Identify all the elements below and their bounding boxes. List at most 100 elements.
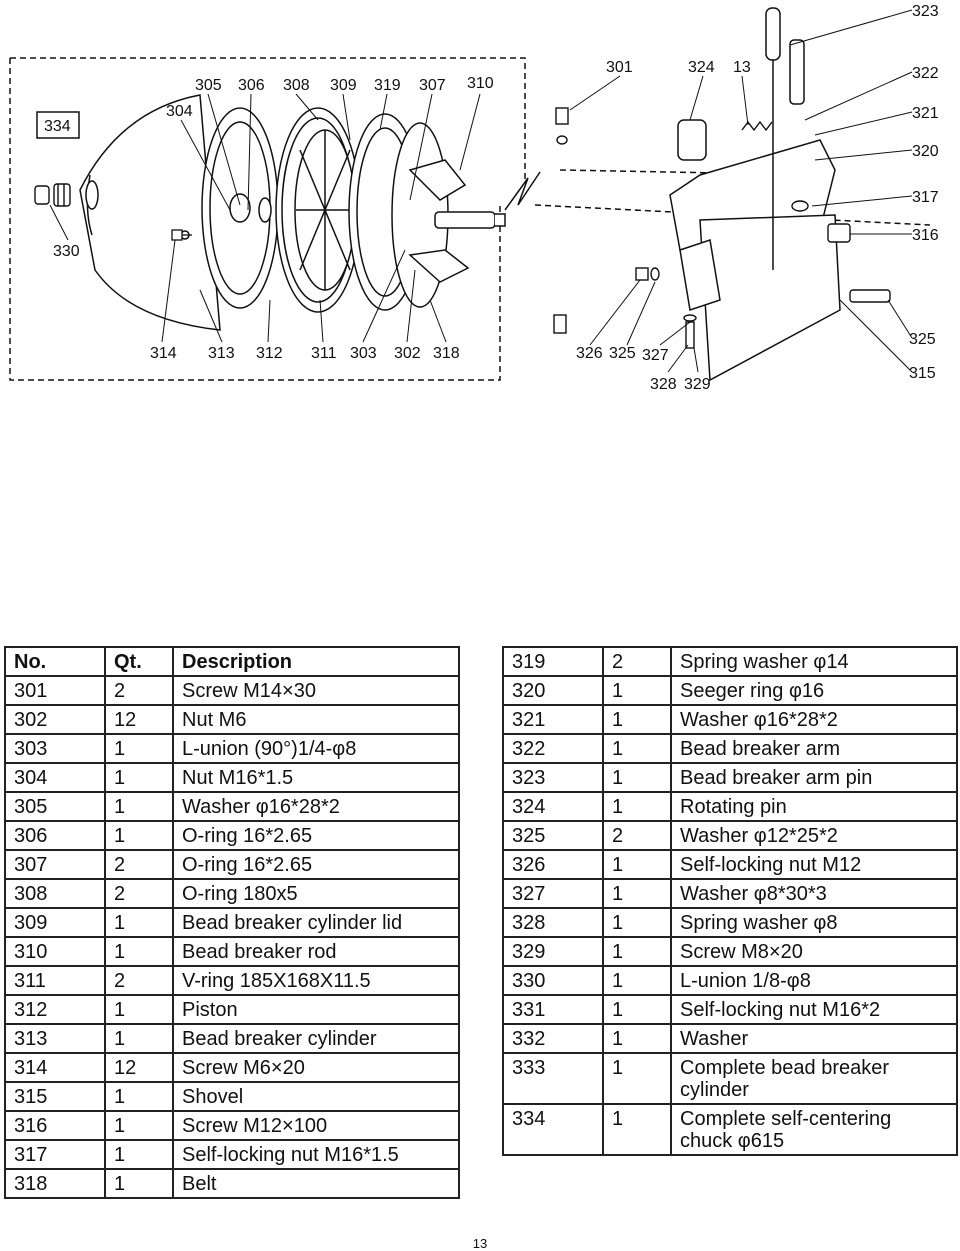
cell-no: 316 (4, 1110, 106, 1141)
cell-no: 326 (502, 849, 604, 880)
cell-description: Complete self-centering chuck φ615 (670, 1103, 958, 1156)
callout: 307 (419, 77, 446, 94)
cell-no: 330 (502, 965, 604, 996)
callout: 315 (909, 365, 936, 382)
label-box-334 (36, 111, 80, 139)
cell-qt: 2 (104, 965, 174, 996)
cell-description: Bead breaker cylinder lid (172, 907, 460, 938)
cell-qt: 1 (602, 994, 672, 1025)
header-qt: Qt. (104, 646, 174, 677)
break-mark (504, 171, 541, 211)
callout: 313 (208, 345, 235, 362)
screw-314 (171, 229, 192, 241)
callout: 328 (650, 376, 677, 393)
cell-no: 329 (502, 936, 604, 967)
cell-description: Seeger ring φ16 (670, 675, 958, 706)
cell-no: 322 (502, 733, 604, 764)
cell-qt: 1 (104, 820, 174, 851)
flange-disc-front (201, 107, 279, 309)
cell-qt: 1 (602, 675, 672, 706)
cell-qt: 1 (104, 1081, 174, 1112)
cell-description: Washer φ8*30*3 (670, 878, 958, 909)
callout: 314 (150, 345, 177, 362)
cell-description: O-ring 16*2.65 (172, 849, 460, 880)
cell-description: Self-locking nut M16*1.5 (172, 1139, 460, 1170)
cell-qt: 12 (104, 1052, 174, 1083)
header-no: No. (4, 646, 106, 677)
small-parts-right (553, 107, 891, 349)
cell-qt: 1 (602, 1052, 672, 1105)
cell-no: 319 (502, 646, 604, 677)
cell-no: 332 (502, 1023, 604, 1054)
callout: 326 (576, 345, 603, 362)
cell-no: 303 (4, 733, 106, 764)
cell-no: 309 (4, 907, 106, 938)
callout: 318 (433, 345, 460, 362)
cell-qt: 2 (602, 646, 672, 677)
callout: 309 (330, 77, 357, 94)
cell-qt: 1 (602, 704, 672, 735)
cell-description: L-union 1/8-φ8 (670, 965, 958, 996)
cell-qt: 12 (104, 704, 174, 735)
cell-qt: 2 (104, 675, 174, 706)
callout: 325 (909, 331, 936, 348)
cell-qt: 2 (104, 849, 174, 880)
callout: 320 (912, 143, 939, 160)
callout: 334 (44, 118, 71, 135)
callout: 329 (684, 376, 711, 393)
cell-qt: 1 (104, 1023, 174, 1054)
dashed-frame-left (9, 58, 501, 381)
cell-description: Screw M6×20 (172, 1052, 460, 1083)
cell-description: Shovel (172, 1081, 460, 1112)
cell-qt: 1 (602, 762, 672, 793)
cell-qt: 1 (602, 965, 672, 996)
cell-qt: 1 (104, 762, 174, 793)
fitting-330 (34, 183, 71, 207)
callout: 317 (912, 189, 939, 206)
callout: 321 (912, 105, 939, 122)
dashed-frame-top (10, 57, 526, 180)
cylinder-body (79, 94, 221, 331)
callout: 324 (688, 59, 715, 76)
bead-breaker-rod (434, 211, 506, 229)
cell-description: Bead breaker rod (172, 936, 460, 967)
cell-qt: 2 (602, 820, 672, 851)
cell-no: 321 (502, 704, 604, 735)
cell-no: 302 (4, 704, 106, 735)
cell-description: L-union (90°)1/4-φ8 (172, 733, 460, 764)
callout: 312 (256, 345, 283, 362)
cell-description: Bead breaker arm pin (670, 762, 958, 793)
cell-qt: 1 (104, 791, 174, 822)
cell-description: Screw M12×100 (172, 1110, 460, 1141)
cell-no: 331 (502, 994, 604, 1025)
cell-no: 327 (502, 878, 604, 909)
cell-no: 301 (4, 675, 106, 706)
cell-no: 308 (4, 878, 106, 909)
arm-pin-323 (765, 7, 805, 270)
callout: 325 (609, 345, 636, 362)
cell-description: Self-locking nut M12 (670, 849, 958, 880)
piston-assembly (275, 107, 361, 313)
cell-qt: 1 (104, 1139, 174, 1170)
cell-description: V-ring 185X168X11.5 (172, 965, 460, 996)
cell-description: Spring washer φ8 (670, 907, 958, 938)
callout: 308 (283, 77, 310, 94)
cell-qt: 1 (104, 733, 174, 764)
